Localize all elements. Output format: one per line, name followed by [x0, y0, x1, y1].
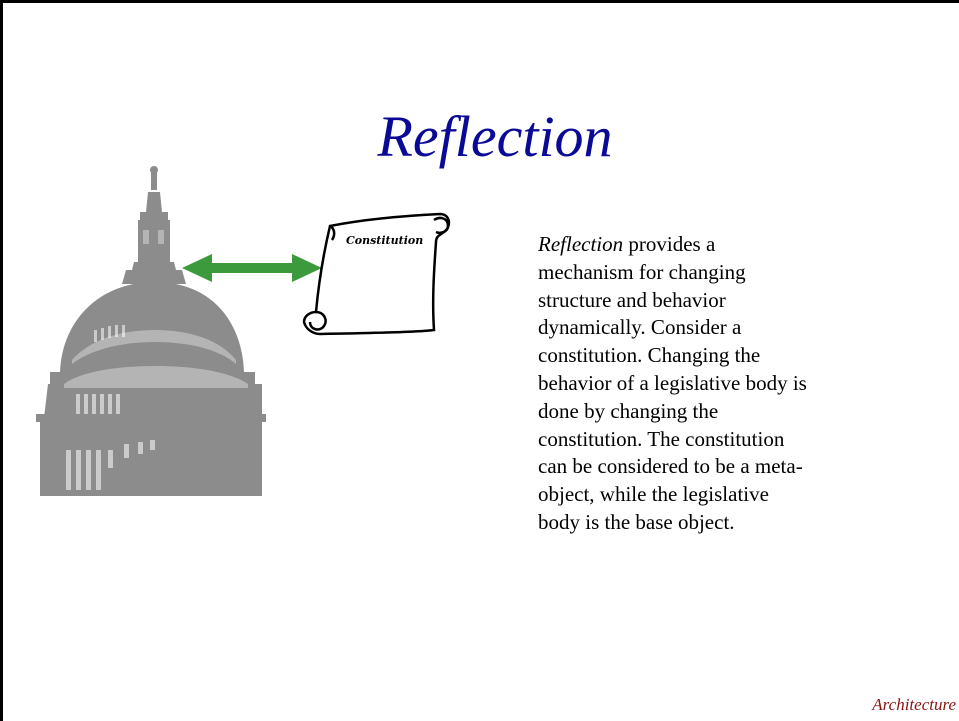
double-arrow-icon	[182, 254, 322, 282]
body-line-6: behavior of a legislative body is	[538, 370, 807, 395]
capitol-dome-icon	[36, 166, 266, 496]
slide-border-left	[0, 0, 3, 721]
body-line-3: structure and behavior	[538, 287, 726, 312]
slide-border-top	[0, 0, 959, 3]
slide-title: Reflection	[377, 104, 613, 169]
capitol-columns	[66, 325, 155, 490]
scroll-label: Constitution	[346, 234, 423, 247]
body-line-7: done by changing the	[538, 398, 719, 423]
body-line-11: body is the base object.	[538, 509, 735, 534]
body-line-10: object, while the legislative	[538, 482, 769, 507]
body-line-4: dynamically. Consider a	[538, 315, 742, 340]
body-paragraph: Reflection provides a mechanism for chan…	[538, 231, 898, 537]
body-line-5: constitution. Changing the	[538, 343, 761, 368]
capitol-dome-details	[64, 230, 248, 388]
footer-label: Architecture	[872, 695, 956, 714]
body-emphasis: Reflection	[538, 232, 624, 256]
body-line-9: can be considered to be a meta-	[538, 454, 803, 479]
constitution-scroll-icon	[302, 212, 451, 336]
body-line-2: mechanism for changing	[538, 259, 746, 284]
body-line-1: provides a	[623, 232, 716, 256]
body-line-8: constitution. The constitution	[538, 426, 785, 451]
